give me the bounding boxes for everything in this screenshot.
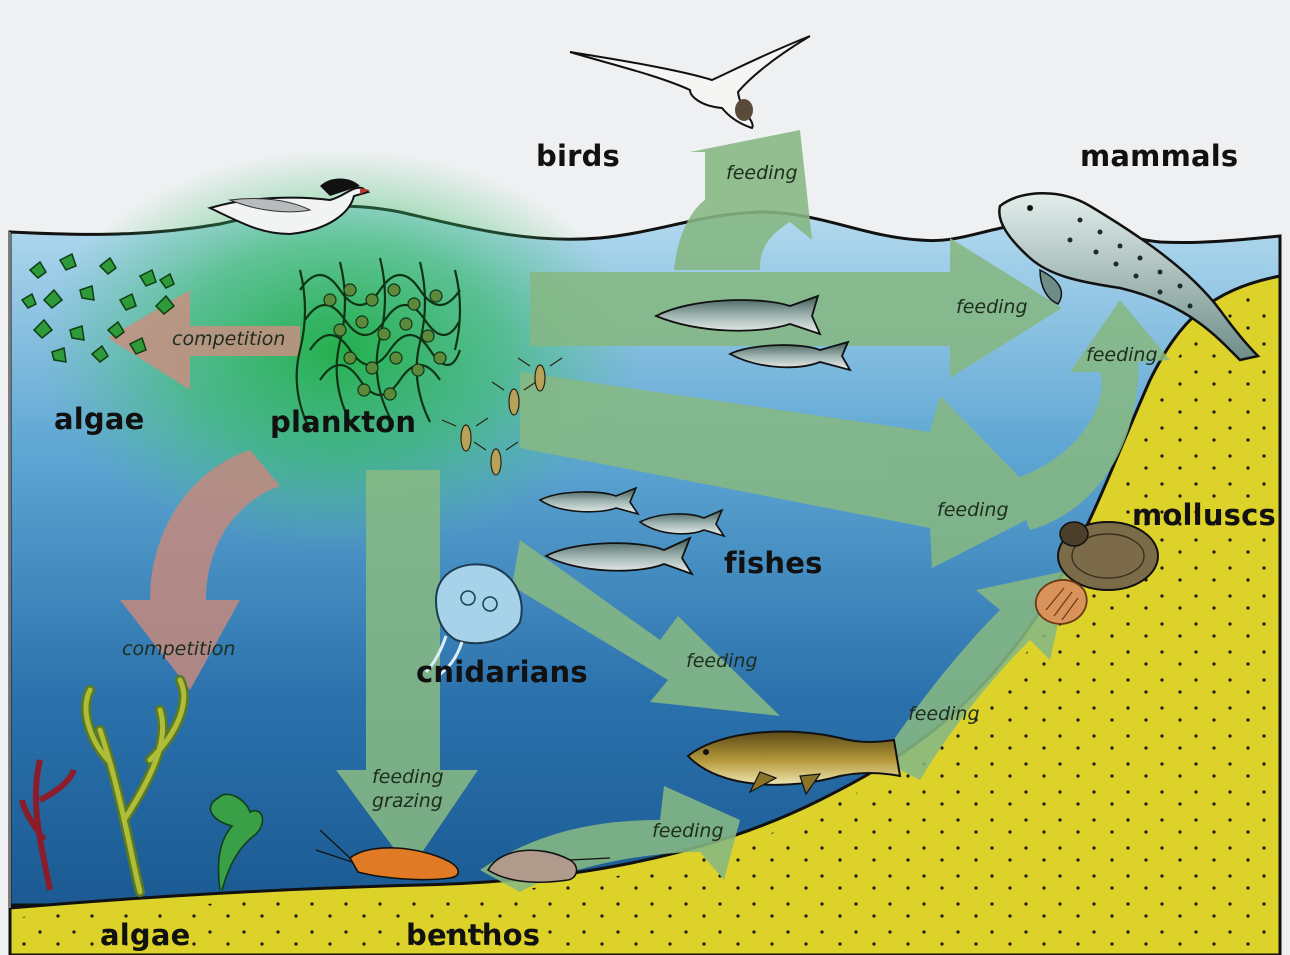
relation-feeding-cod-to-molluscs: feeding	[908, 703, 980, 726]
relation-feeding-fishes-to-cod: feeding	[686, 650, 758, 673]
relation-competition-surface: competition	[172, 328, 285, 351]
relation-feeding-molluscs-to-mammals: feeding	[1086, 344, 1158, 367]
label-algae-bottom: algae	[100, 918, 191, 952]
relation-grazing-benthos: grazing	[372, 790, 443, 813]
label-benthos: benthos	[406, 918, 540, 952]
label-cnidarians: cnidarians	[416, 655, 588, 689]
label-plankton: plankton	[270, 405, 416, 439]
relation-feeding-molluscs: feeding	[937, 499, 1009, 522]
relation-feeding-birds: feeding	[726, 162, 798, 185]
label-mammals: mammals	[1080, 139, 1238, 173]
label-birds: birds	[536, 139, 620, 173]
label-molluscs: molluscs	[1132, 498, 1276, 532]
relation-competition-bottom: competition	[122, 638, 235, 661]
relation-feeding-mammals: feeding	[956, 296, 1028, 319]
relation-feeding-benthos-to-cod: feeding	[652, 820, 724, 843]
label-fishes: fishes	[724, 546, 823, 580]
label-algae-surface: algae	[54, 402, 145, 436]
relation-feeding-benthos: feeding	[372, 766, 444, 789]
